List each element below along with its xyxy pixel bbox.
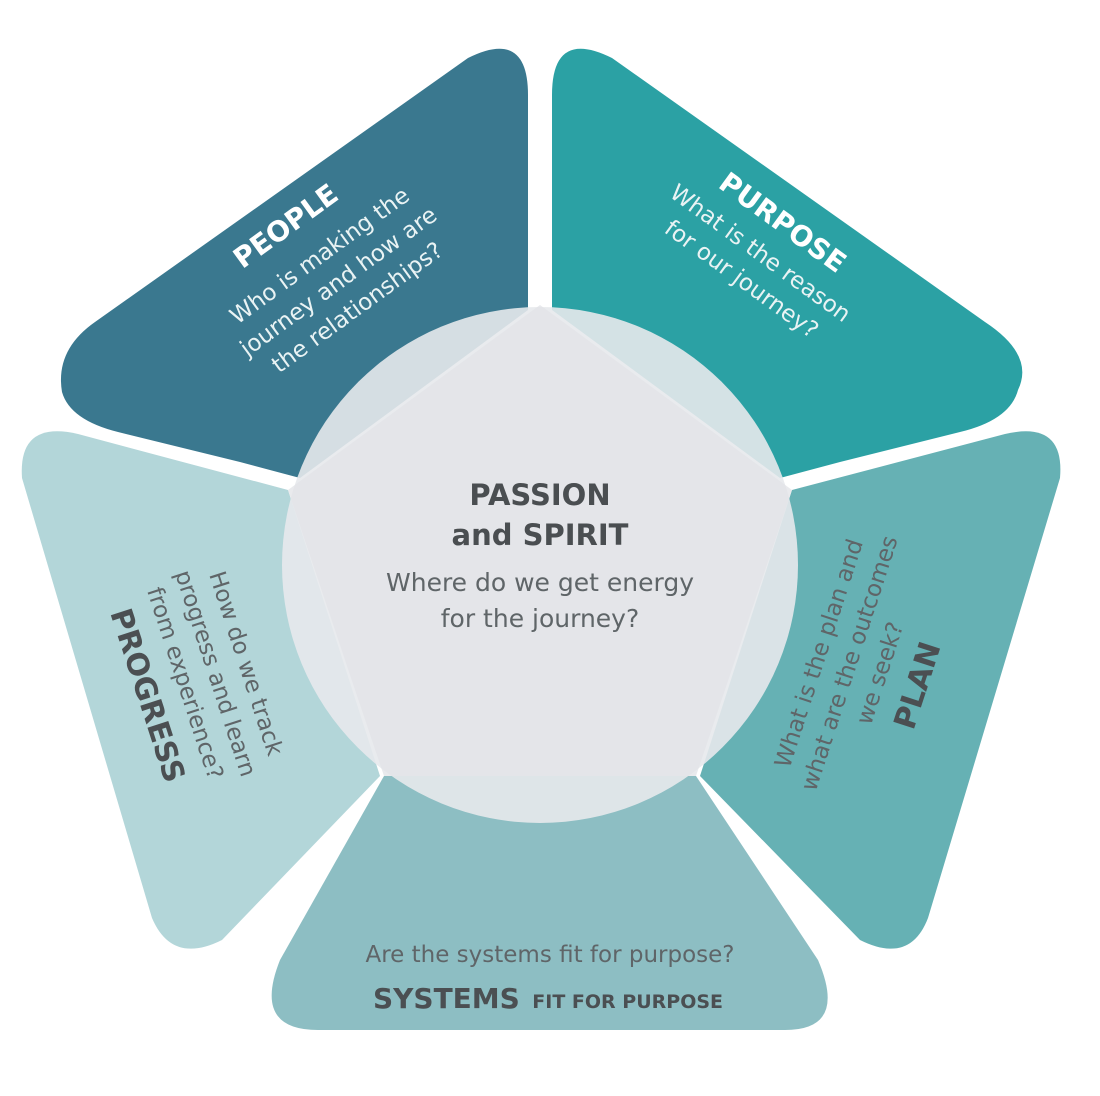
systems-title: SYSTEMS — [373, 982, 520, 1015]
center-pentagon — [288, 305, 792, 776]
systems-segment — [271, 776, 828, 1030]
systems-title-line: SYSTEMS FIT FOR PURPOSE — [373, 982, 723, 1015]
systems-question: Are the systems fit for purpose? — [365, 942, 734, 968]
systems-title-suffix: FIT FOR PURPOSE — [532, 991, 723, 1013]
center-question-line2: for the journey? — [441, 604, 640, 633]
center-title-line2: and SPIRIT — [452, 518, 629, 552]
center-title-line1: PASSION — [469, 478, 610, 512]
center-question-line1: Where do we get energy — [386, 568, 694, 597]
